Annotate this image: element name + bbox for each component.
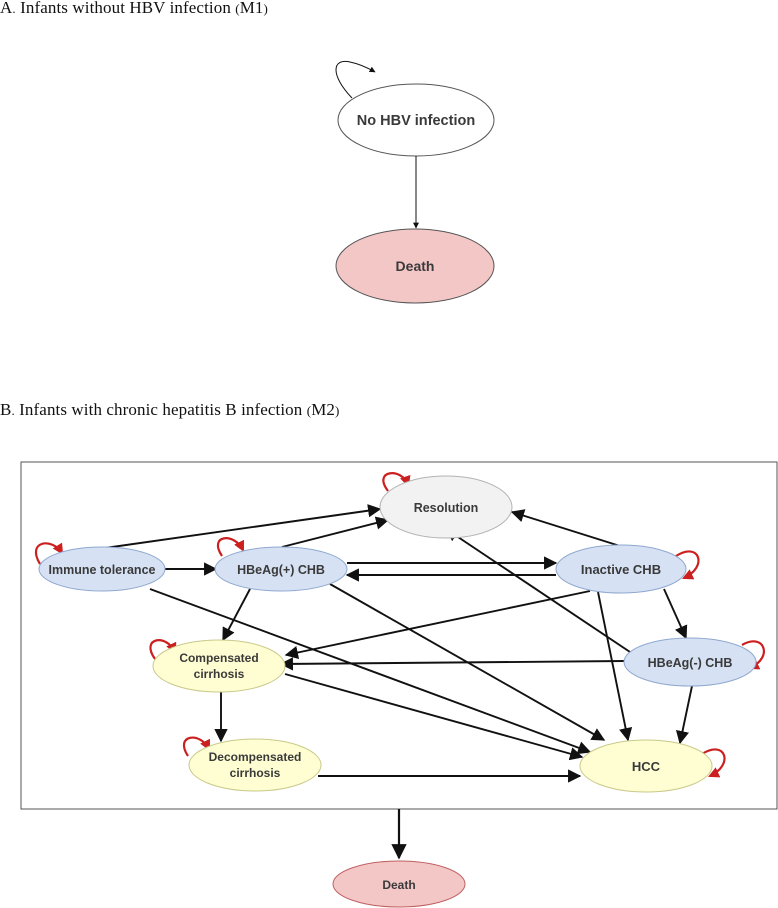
no-hbv-self-loop [335,60,376,99]
node-no-hbv-infection-label: No HBV infection [357,113,475,129]
self-loop-hcc [701,748,726,778]
arrow-inactive-to-compensated [284,590,591,660]
node-resolution [379,475,513,539]
arrow-hbeag-neg-to-compensated [279,657,625,671]
panel-a-diagram: No HBV infection Death [335,60,495,304]
node-death-a-label: Death [396,258,435,274]
panel-b-title-text: Infants with chronic hepatitis B infecti… [19,400,303,419]
transition-arrows [104,504,693,783]
arrow-inactive-to-hcc [597,591,633,742]
self-loops [34,472,765,778]
panel-b-letter: B [0,400,12,419]
node-death-b-label: Death [382,878,415,892]
node-hbeag-pos-chb-label: HBeAg(+) CHB [237,563,325,577]
node-immune-tolerance-label: Immune tolerance [49,563,156,577]
node-decompensated-label-line2: cirrhosis [230,766,281,780]
node-compensated-label-line1: Compensated [179,651,258,665]
node-hcc-label: HCC [632,759,661,774]
arrow-hbeag-neg-to-resolution [444,528,631,653]
node-inactive-chb [555,544,687,594]
panel-a-model: M1 [239,0,264,17]
arrow-hbeag-pos-to-compensated [222,588,251,642]
node-hbeag-neg-chb-label: HBeAg(-) CHB [648,656,733,670]
node-hbeag-neg-chb [623,637,757,687]
node-death-a [335,228,495,304]
arrow-inactive-to-resolution [510,509,621,547]
node-compensated-label-line2: cirrhosis [194,667,245,681]
panel-a-title-text: Infants without HBV infection [20,0,231,17]
panel-b-model: M2 [311,400,336,419]
self-loop-hbeag-pos [216,537,244,557]
panel-b-diagram: Resolution Immune tolerance HBeAg(+) CHB… [20,461,778,908]
arrow-compensated-to-hcc [284,673,584,761]
arrow-inactive-to-hbeag-neg [663,588,688,640]
arrow-immune-to-hcc [149,588,592,755]
node-decompensated-cirrhosis [188,738,322,792]
node-decompensated-label-line1: Decompensated [209,750,302,764]
node-death-b [332,860,466,908]
node-hbeag-pos-chb [214,546,348,592]
self-loop-decompensated [182,736,210,757]
node-inactive-chb-label: Inactive CHB [581,562,661,577]
panel-a-title: A. Infants without HBV infection (M1) [0,0,268,17]
node-resolution-label: Resolution [414,501,479,515]
arrow-immune-to-resolution [104,504,382,549]
self-loop-inactive [675,550,700,580]
panel-a-letter: A [0,0,13,17]
arrow-hbeag-neg-to-hcc [675,685,693,745]
node-hcc [579,739,713,793]
node-compensated-cirrhosis [152,639,286,693]
arrow-hbeag-pos-to-resolution [281,516,390,548]
node-immune-tolerance [38,546,166,592]
self-loop-immune-tolerance [34,542,64,565]
panel-b-title: B. Infants with chronic hepatitis B infe… [0,400,340,419]
self-loop-resolution [382,472,411,492]
